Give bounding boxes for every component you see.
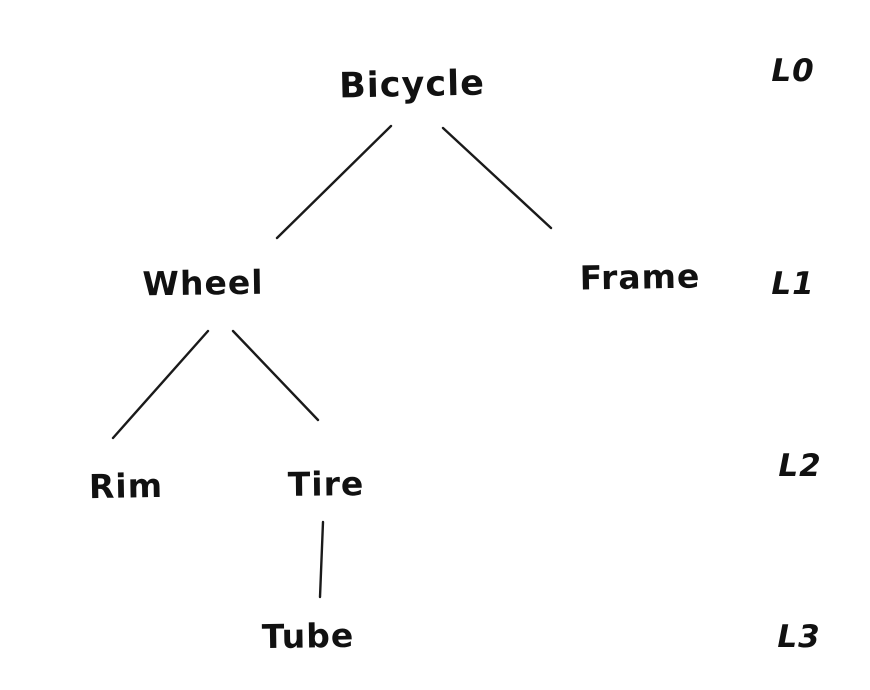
tree-node-bicycle: Bicycle: [338, 63, 486, 107]
tree-node-tire: Tire: [287, 464, 365, 504]
edge-wheel-tire: [231, 329, 320, 422]
level-label-l0: L0: [771, 53, 815, 89]
tree-node-wheel: Wheel: [142, 262, 264, 304]
tree-node-rim: Rim: [88, 465, 164, 507]
edge-bicycle-wheel: [275, 124, 393, 240]
level-label-l2: L2: [778, 448, 822, 484]
edge-tire-tube: [318, 520, 325, 599]
tree-node-frame: Frame: [579, 256, 701, 298]
edge-wheel-rim: [111, 329, 210, 440]
level-label-l1: L1: [771, 266, 815, 302]
tree-node-tube: Tube: [261, 615, 355, 657]
edge-bicycle-frame: [441, 126, 553, 230]
level-label-l3: L3: [777, 619, 821, 655]
